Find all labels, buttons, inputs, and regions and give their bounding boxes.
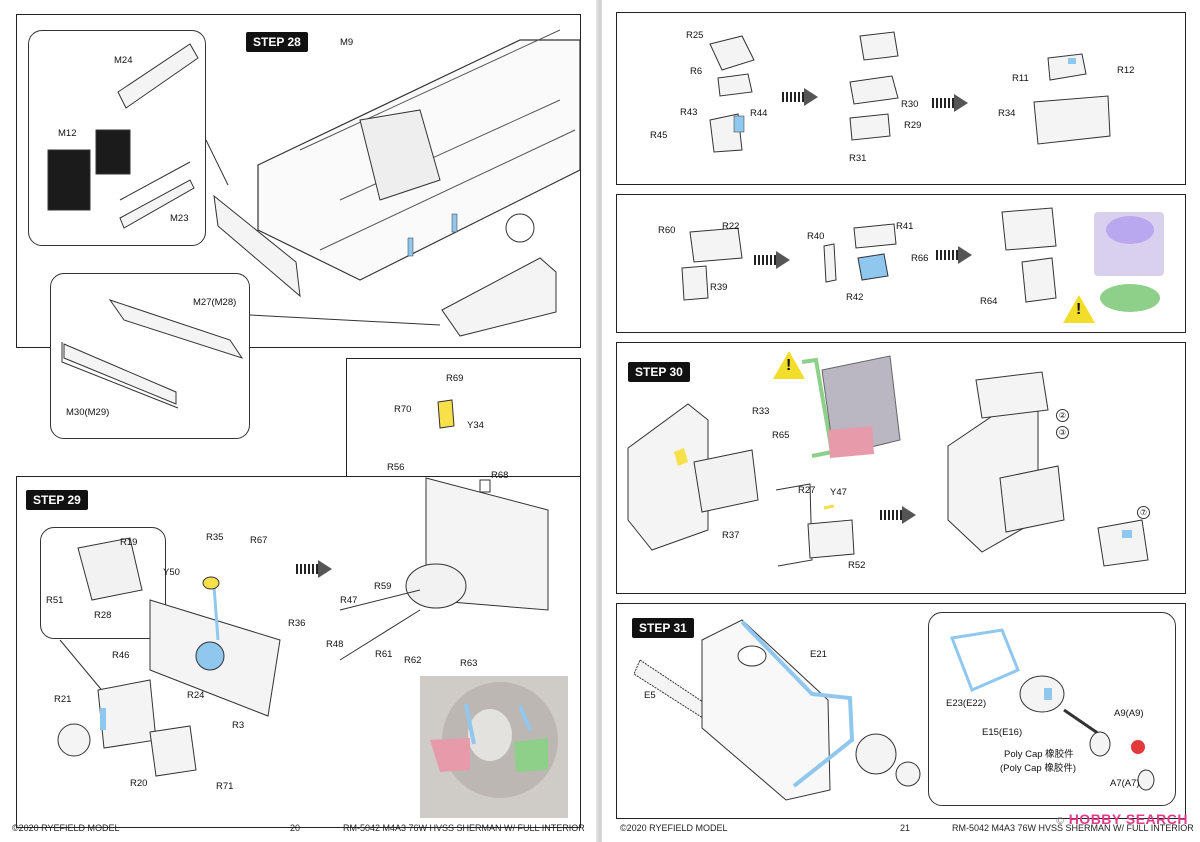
label-r65: R65 xyxy=(772,430,790,441)
label-r25: R25 xyxy=(686,30,704,41)
label-r56: R56 xyxy=(387,462,405,473)
label-r40: R40 xyxy=(807,231,825,242)
panel-a-arrow-2 xyxy=(932,94,968,112)
label-a7: A7(A7) xyxy=(1110,778,1140,789)
step29-drawing xyxy=(57,399,568,818)
label-r20: R20 xyxy=(130,778,148,789)
label-r29: R29 xyxy=(904,120,922,131)
label-r19: R19 xyxy=(120,537,138,548)
label-e15: E15(E16) xyxy=(982,727,1023,738)
label-r63: R63 xyxy=(460,658,478,669)
label-r39: R39 xyxy=(710,282,728,293)
label-y47: Y47 xyxy=(830,487,847,498)
label-r41: R41 xyxy=(896,221,914,232)
label-m30: M30(M29) xyxy=(66,407,110,418)
label-r61: R61 xyxy=(375,649,393,660)
label-r36: R36 xyxy=(288,618,306,629)
label-r68: R68 xyxy=(491,470,509,481)
label-r62: R62 xyxy=(404,655,422,666)
left-product: RM-5042 M4A3 76W HVSS SHERMAN W/ FULL IN… xyxy=(343,823,585,833)
label-r21: R21 xyxy=(54,694,72,705)
right-product: RM-5042 M4A3 76W HVSS SHERMAN W/ FULL IN… xyxy=(952,823,1194,833)
label-r37: R37 xyxy=(722,530,740,541)
label-m12: M12 xyxy=(58,128,77,139)
label-r45: R45 xyxy=(650,130,668,141)
label-r66: R66 xyxy=(911,253,929,264)
label-r60: R60 xyxy=(658,225,676,236)
label-r59: R59 xyxy=(374,581,392,592)
label-m9: M9 xyxy=(340,37,354,48)
right-page: R25 R6 R43 R44 R45 R30 R29 R31 R11 R12 R… xyxy=(602,0,1200,842)
step30-flow-arrow xyxy=(880,506,916,524)
label-y34: Y34 xyxy=(467,420,484,431)
watermark-brand: HOBBY SEARCH xyxy=(1068,811,1188,827)
panel-b-arrow-2 xyxy=(936,246,972,264)
label-r33: R33 xyxy=(752,406,770,417)
label-m24: M24 xyxy=(114,55,133,66)
label-r46: R46 xyxy=(112,650,130,661)
right-page-number: 21 xyxy=(900,823,911,833)
label-r28: R28 xyxy=(94,610,112,621)
panel-a-drawing xyxy=(709,31,1111,153)
label-r69: R69 xyxy=(446,373,464,384)
left-page: STEP 28 M24 M12 M23 M9 M27(M28) M30(M29) xyxy=(0,0,598,842)
label-r6: R6 xyxy=(690,66,703,77)
label-r24: R24 xyxy=(187,690,205,701)
right-copyright: ©2020 RYEFIELD MODEL xyxy=(620,823,728,833)
label-r3: R3 xyxy=(232,720,245,731)
label-r47: R47 xyxy=(340,595,358,606)
warning-icon-30: ! xyxy=(773,351,805,379)
label-r12: R12 xyxy=(1117,65,1135,76)
label-y50: Y50 xyxy=(163,567,180,578)
label-r48: R48 xyxy=(326,639,344,650)
label-r52: R52 xyxy=(848,560,866,571)
label-r30: R30 xyxy=(901,99,919,110)
step29-flow-arrow xyxy=(296,560,332,578)
poly-cap-label: Poly Cap 橡胶件 xyxy=(1004,749,1074,760)
label-r67: R67 xyxy=(250,535,268,546)
step31-drawing xyxy=(633,619,1155,801)
panel-b-arrow-1 xyxy=(754,251,790,269)
step30-title: STEP 30 xyxy=(628,362,690,382)
circled-number-7: ⑦ xyxy=(1137,506,1150,519)
label-m27: M27(M28) xyxy=(193,297,237,308)
label-e5: E5 xyxy=(644,690,656,701)
label-r64: R64 xyxy=(980,296,998,307)
watermark-copyright-mark: © xyxy=(1056,816,1065,827)
label-r51: R51 xyxy=(46,595,64,606)
circled-number-3: ③ xyxy=(1056,426,1069,439)
label-r44: R44 xyxy=(750,108,768,119)
circled-number-2: ② xyxy=(1056,409,1069,422)
step30-drawing xyxy=(627,355,1149,567)
label-r43: R43 xyxy=(680,107,698,118)
book-spine xyxy=(596,0,604,842)
label-r35: R35 xyxy=(206,532,224,543)
step28-title: STEP 28 xyxy=(246,32,308,52)
left-page-number: 20 xyxy=(290,823,301,833)
label-r22: R22 xyxy=(722,221,740,232)
label-r31: R31 xyxy=(849,153,867,164)
label-r70: R70 xyxy=(394,404,412,415)
step29-title: STEP 29 xyxy=(26,490,88,510)
warning-icon-b: ! xyxy=(1063,295,1095,323)
label-r27: R27 xyxy=(798,485,816,496)
label-r71: R71 xyxy=(216,781,234,792)
panel-a-arrow-1 xyxy=(782,88,818,106)
label-r11: R11 xyxy=(1012,73,1029,84)
label-r34: R34 xyxy=(998,108,1016,119)
left-copyright: ©2020 RYEFIELD MODEL xyxy=(12,823,120,833)
step28-drawing xyxy=(47,29,581,409)
hobby-search-watermark: © HOBBY SEARCH xyxy=(1056,811,1188,827)
step31-title: STEP 31 xyxy=(632,618,694,638)
label-m23: M23 xyxy=(170,213,189,224)
poly-cap-label-2: (Poly Cap 橡胶件) xyxy=(1000,763,1077,774)
label-r42: R42 xyxy=(846,292,864,303)
label-e21: E21 xyxy=(810,649,827,660)
label-a9: A9(A9) xyxy=(1114,708,1144,719)
label-e23: E23(E22) xyxy=(946,698,987,709)
panel-b-drawing xyxy=(681,207,1164,312)
